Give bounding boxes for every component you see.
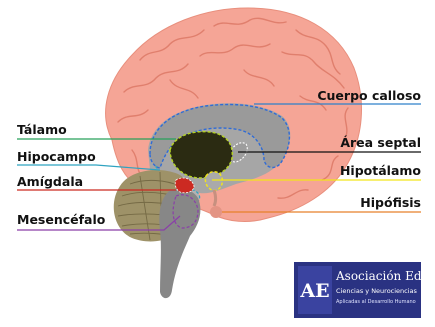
label-area-septal: Área septal xyxy=(340,135,421,150)
logo-tagline: Aplicadas al Desarrollo Humano xyxy=(336,299,416,305)
logo-name: Asociación Educar xyxy=(335,269,435,283)
label-cuerpo-calloso: Cuerpo calloso xyxy=(317,88,421,103)
label-hipofisis: Hipófisis xyxy=(360,195,421,210)
label-hipotalamo: Hipotálamo xyxy=(340,163,421,178)
brainstem xyxy=(159,189,200,299)
asociacion-educar-logo: AE Asociación Educar Ciencias y Neurocie… xyxy=(294,262,435,318)
logo-mark: AE xyxy=(299,280,329,302)
label-hipocampo: Hipocampo xyxy=(17,149,96,164)
label-mesencefalo: Mesencéfalo xyxy=(17,212,106,227)
label-talamo: Tálamo xyxy=(17,122,67,137)
logo-subtitle: Ciencias y Neurociencias xyxy=(336,287,418,295)
label-amigdala: Amígdala xyxy=(17,174,83,189)
